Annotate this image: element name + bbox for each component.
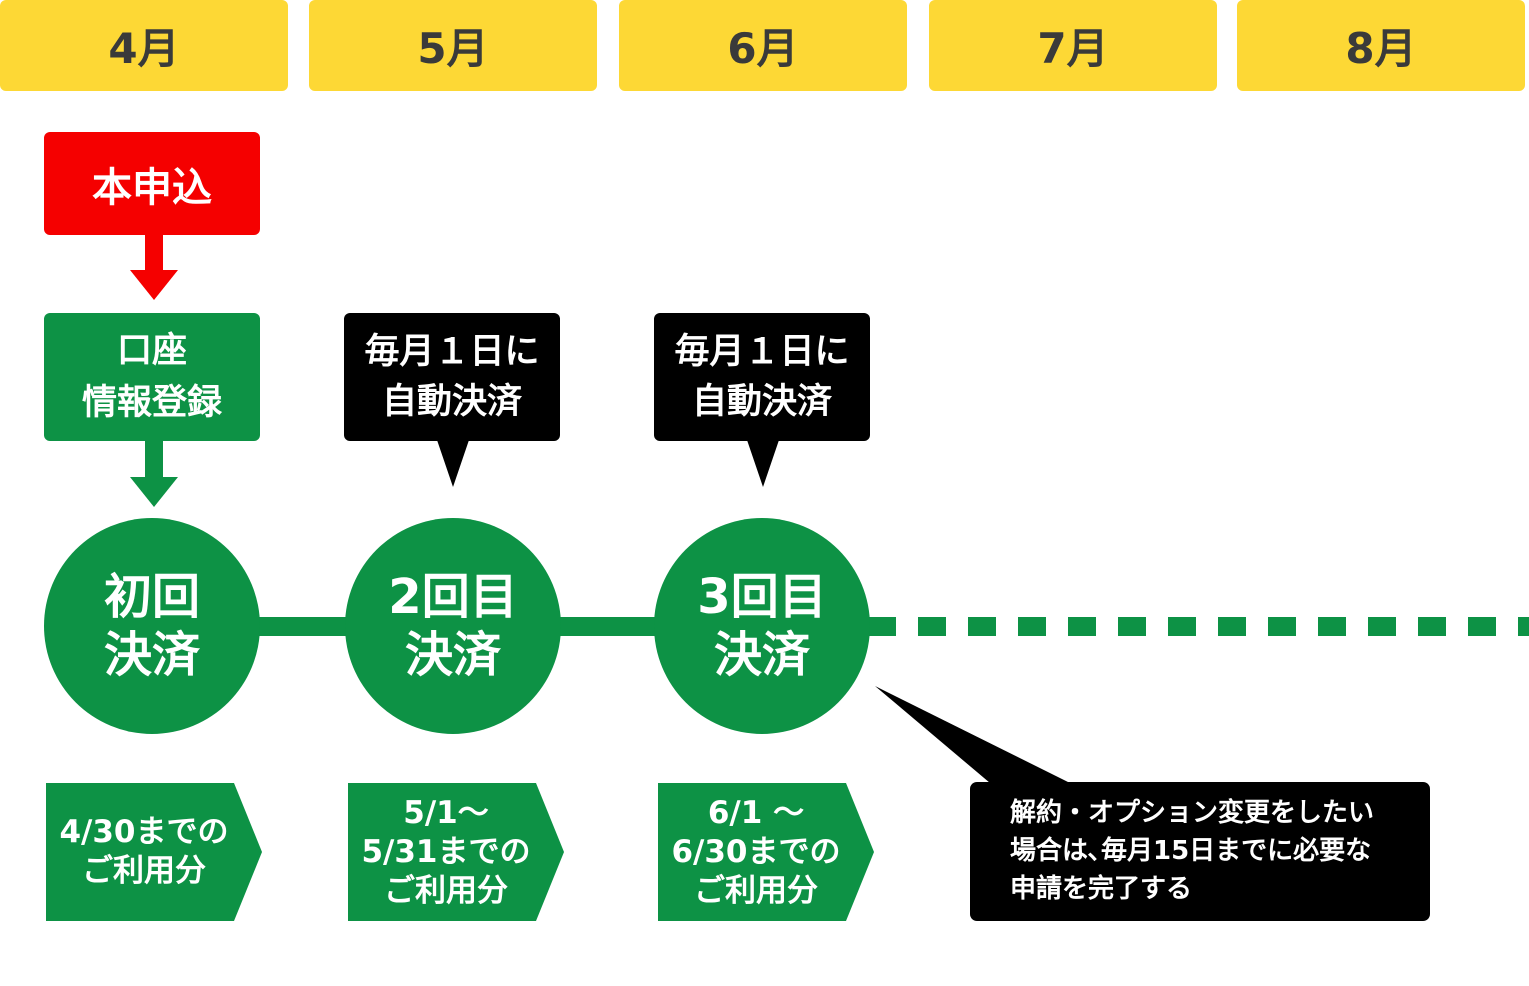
note-line-2: 場合は､毎月15日までに必要な [1010, 836, 1372, 866]
auto-pay-2-line-1: 毎月１日に [674, 332, 850, 372]
auto-pay-pointer-1 [437, 440, 469, 487]
usage-1-line-1: 4/30までの [59, 814, 229, 850]
usage-tag-june: 6/1 ～ 6/30までの ご利用分 [658, 783, 874, 921]
account-arrow-shaft [145, 440, 163, 478]
month-june: 6月 [619, 0, 907, 91]
timeline-connector-1 [258, 617, 348, 636]
payment-2-line-1: 2回目 [388, 569, 518, 625]
account-line-1: 口座 [116, 331, 187, 371]
payment-1-line-2: 決済 [103, 627, 200, 683]
auto-pay-1-line-2: 自動決済 [381, 382, 522, 422]
apply-box: 本申込 [44, 132, 260, 235]
usage-2-line-3: ご利用分 [384, 872, 508, 909]
cancellation-note: 解約・オプション変更をしたい 場合は､毎月15日までに必要な 申請を完了する [970, 782, 1430, 921]
account-registration-box: 口座 情報登録 [44, 313, 260, 441]
month-may: 5月 [309, 0, 597, 91]
payment-3-line-2: 決済 [713, 627, 810, 683]
payment-circle-first: 初回 決済 [44, 518, 260, 734]
usage-1-line-2: ご利用分 [82, 853, 206, 889]
usage-3-line-2: 6/30までの [671, 833, 841, 870]
payment-1-line-1: 初回 [103, 569, 200, 625]
auto-pay-bubble-1: 毎月１日に 自動決済 [344, 313, 560, 441]
note-line-3: 申請を完了する [1010, 874, 1193, 904]
payment-circle-second: 2回目 決済 [345, 518, 561, 734]
auto-pay-2-line-2: 自動決済 [691, 382, 832, 422]
auto-pay-bubble-2: 毎月１日に 自動決済 [654, 313, 870, 441]
auto-pay-pointer-2 [747, 440, 779, 487]
auto-pay-1-line-1: 毎月１日に [364, 332, 540, 372]
account-line-2: 情報登録 [81, 383, 222, 423]
usage-tag-april: 4/30までの ご利用分 [46, 783, 262, 921]
timeline-dashed-continuation [868, 617, 1529, 636]
usage-tag-may: 5/1～ 5/31までの ご利用分 [348, 783, 564, 921]
usage-2-line-1: 5/1～ [403, 794, 489, 831]
apply-arrow-shaft [145, 233, 163, 271]
month-july: 7月 [929, 0, 1217, 91]
payment-2-line-2: 決済 [404, 627, 501, 683]
note-line-1: 解約・オプション変更をしたい [1010, 798, 1375, 828]
month-august: 8月 [1237, 0, 1525, 91]
note-pointer [875, 686, 1070, 783]
apply-label: 本申込 [92, 164, 212, 211]
usage-2-line-2: 5/31までの [361, 833, 531, 870]
usage-3-line-1: 6/1 ～ [707, 794, 805, 831]
payment-circle-third: 3回目 決済 [654, 518, 870, 734]
apply-arrow-head [130, 270, 178, 300]
usage-3-line-3: ご利用分 [694, 872, 818, 909]
account-arrow-head [130, 477, 178, 507]
payment-3-line-1: 3回目 [697, 569, 827, 625]
timeline-connector-2 [558, 617, 658, 636]
month-april: 4月 [0, 0, 288, 91]
